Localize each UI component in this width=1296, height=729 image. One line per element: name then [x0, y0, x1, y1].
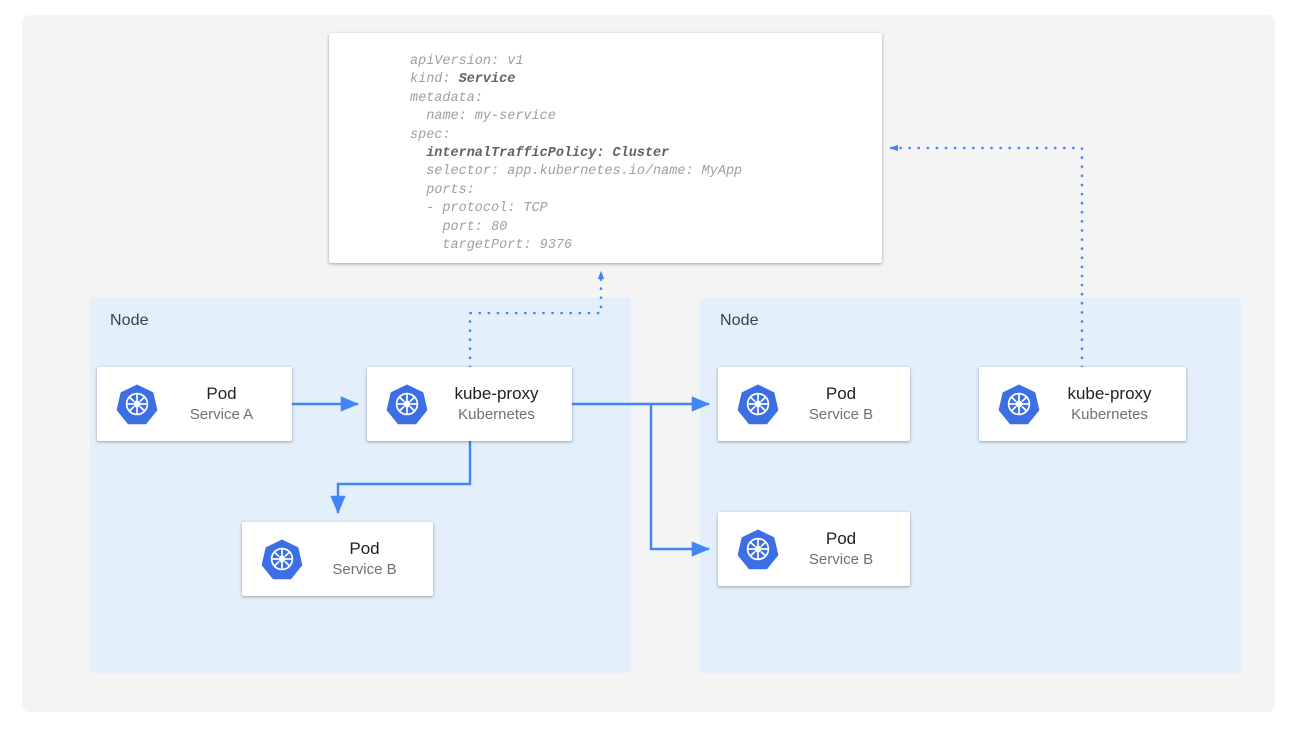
service-yaml-code: apiVersion: v1 kind: Service metadata: n… — [410, 54, 743, 254]
box-kube-proxy-right[interactable]: kube-proxy Kubernetes — [979, 367, 1186, 441]
box-text: Pod Service A — [159, 384, 292, 424]
kubernetes-logo-icon — [997, 382, 1041, 426]
box-pod-service-b-right-bottom[interactable]: Pod Service B — [718, 512, 910, 586]
box-title: Pod — [206, 383, 237, 403]
box-pod-service-a[interactable]: Pod Service A — [97, 367, 292, 441]
node-label-right: Node — [720, 312, 759, 329]
box-subtitle: Service A — [189, 405, 254, 423]
kubernetes-logo-icon — [736, 382, 780, 426]
box-title: kube-proxy — [454, 383, 539, 403]
box-subtitle: Service B — [808, 405, 874, 423]
kubernetes-logo-icon — [385, 382, 429, 426]
box-kube-proxy-left[interactable]: kube-proxy Kubernetes — [367, 367, 572, 441]
kubernetes-logo-icon — [736, 527, 780, 571]
box-subtitle: Service B — [332, 560, 397, 578]
box-text: Pod Service B — [304, 539, 433, 579]
box-pod-service-b-left[interactable]: Pod Service B — [242, 522, 433, 596]
box-subtitle: Kubernetes — [1071, 405, 1148, 423]
box-title: Pod — [825, 383, 857, 403]
box-text: kube-proxy Kubernetes — [1041, 384, 1186, 424]
box-subtitle: Service B — [808, 550, 874, 568]
service-yaml-card: apiVersion: v1 kind: Service metadata: n… — [329, 33, 882, 263]
box-text: Pod Service B — [780, 529, 910, 569]
kubernetes-logo-icon — [115, 382, 159, 426]
node-label-left: Node — [110, 312, 149, 329]
box-title: Pod — [349, 538, 380, 558]
box-pod-service-b-right-top[interactable]: Pod Service B — [718, 367, 910, 441]
node-panel-left: Node — [90, 298, 631, 673]
kubernetes-logo-icon — [260, 537, 304, 581]
box-title: kube-proxy — [1067, 383, 1152, 403]
box-text: kube-proxy Kubernetes — [429, 384, 572, 424]
box-text: Pod Service B — [780, 384, 910, 424]
node-panel-right: Node — [700, 298, 1241, 673]
box-subtitle: Kubernetes — [458, 405, 535, 423]
box-title: Pod — [825, 528, 857, 548]
